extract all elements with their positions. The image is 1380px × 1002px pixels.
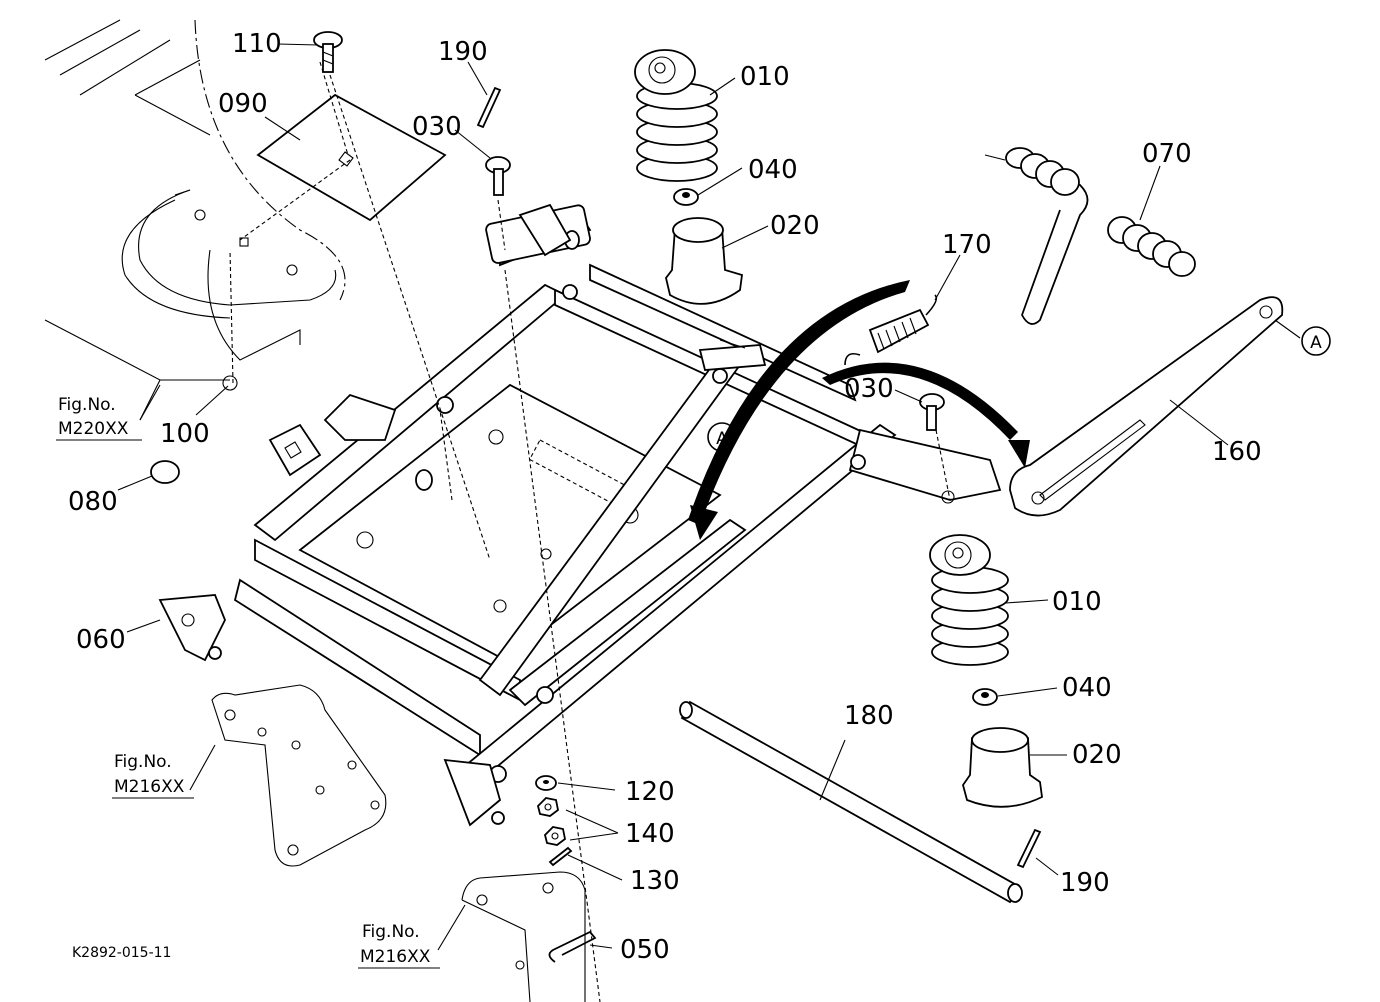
label-110: 110 [232, 29, 282, 59]
label-070: 070 [1142, 139, 1192, 169]
figure-ref-3-label: Fig.No. [362, 922, 420, 942]
part-090-plate [239, 61, 447, 241]
part-010-spring-upper [634, 49, 718, 182]
figure-ref-3-number: M216XX [360, 947, 431, 967]
marker-a-center-text: A [716, 429, 728, 449]
label-140: 140 [625, 819, 675, 849]
figure-ref-2-number: M216XX [114, 777, 185, 797]
label-120: 120 [625, 777, 675, 807]
label-020-upper: 020 [770, 211, 820, 241]
label-050: 050 [620, 935, 670, 965]
part-040-washer-upper [673, 188, 699, 206]
part-130-cotter-pin [548, 846, 573, 867]
figure-ref-m216-lower: Fig.No. M216XX [358, 922, 440, 969]
part-160-link [1009, 296, 1284, 517]
diagram-code: K2892-015-11 [72, 945, 171, 961]
label-010-upper: 010 [740, 62, 790, 92]
marker-a-right-text: A [1310, 333, 1322, 353]
part-030-bolt-upper [485, 156, 511, 196]
label-030-upper: 030 [412, 112, 462, 142]
figure-ref-m216-upper: Fig.No. M216XX [112, 752, 194, 799]
part-050-clip [548, 930, 597, 963]
figure-ref-1-label: Fig.No. [58, 395, 116, 415]
figure-ref-2-label: Fig.No. [114, 752, 172, 772]
phantom-bracket-m216-upper [211, 684, 387, 867]
motion-arrows [688, 280, 1030, 540]
part-040-washer-lower [972, 688, 998, 706]
part-labels: 110 090 190 030 010 040 020 070 170 030 … [68, 29, 1262, 965]
seat-frame [158, 203, 1002, 827]
phantom-bracket-m216-lower [461, 871, 586, 1002]
label-190-lower: 190 [1060, 868, 1110, 898]
label-030-lower: 030 [844, 374, 894, 404]
leader-lines [117, 43, 1301, 1002]
label-040-lower: 040 [1062, 673, 1112, 703]
part-190-pin-lower [1016, 828, 1042, 869]
part-140-nut-upper [537, 797, 559, 817]
label-170: 170 [942, 230, 992, 260]
label-090: 090 [218, 89, 268, 119]
label-160: 160 [1212, 437, 1262, 467]
figure-ref-m220: Fig.No. M220XX [56, 395, 142, 441]
part-170-spring [844, 294, 938, 366]
part-020-mount-lower [962, 727, 1043, 808]
label-180: 180 [844, 701, 894, 731]
label-100: 100 [160, 419, 210, 449]
reference-marker-a-center: A [707, 422, 737, 452]
label-080: 080 [68, 487, 118, 517]
part-190-pin-upper [476, 86, 502, 129]
label-060: 060 [76, 625, 126, 655]
part-120-washer [535, 775, 557, 791]
figure-ref-1-number: M220XX [58, 419, 129, 439]
part-140-nut-lower [544, 826, 566, 846]
part-070-spring [984, 147, 1196, 325]
part-180-shaft [679, 700, 1023, 904]
part-020-mount-upper [665, 217, 743, 305]
part-080-cap [150, 460, 180, 484]
part-030-bolt-lower [919, 393, 945, 431]
label-040-upper: 040 [748, 155, 798, 185]
part-010-spring-lower [929, 534, 1009, 666]
label-130: 130 [630, 866, 680, 896]
reference-marker-a-right: A [1301, 326, 1331, 356]
part-110-bolt [313, 31, 343, 73]
label-190-upper: 190 [438, 37, 488, 67]
phantom-seat-panel [44, 19, 346, 421]
label-010-lower: 010 [1052, 587, 1102, 617]
label-020-lower: 020 [1072, 740, 1122, 770]
